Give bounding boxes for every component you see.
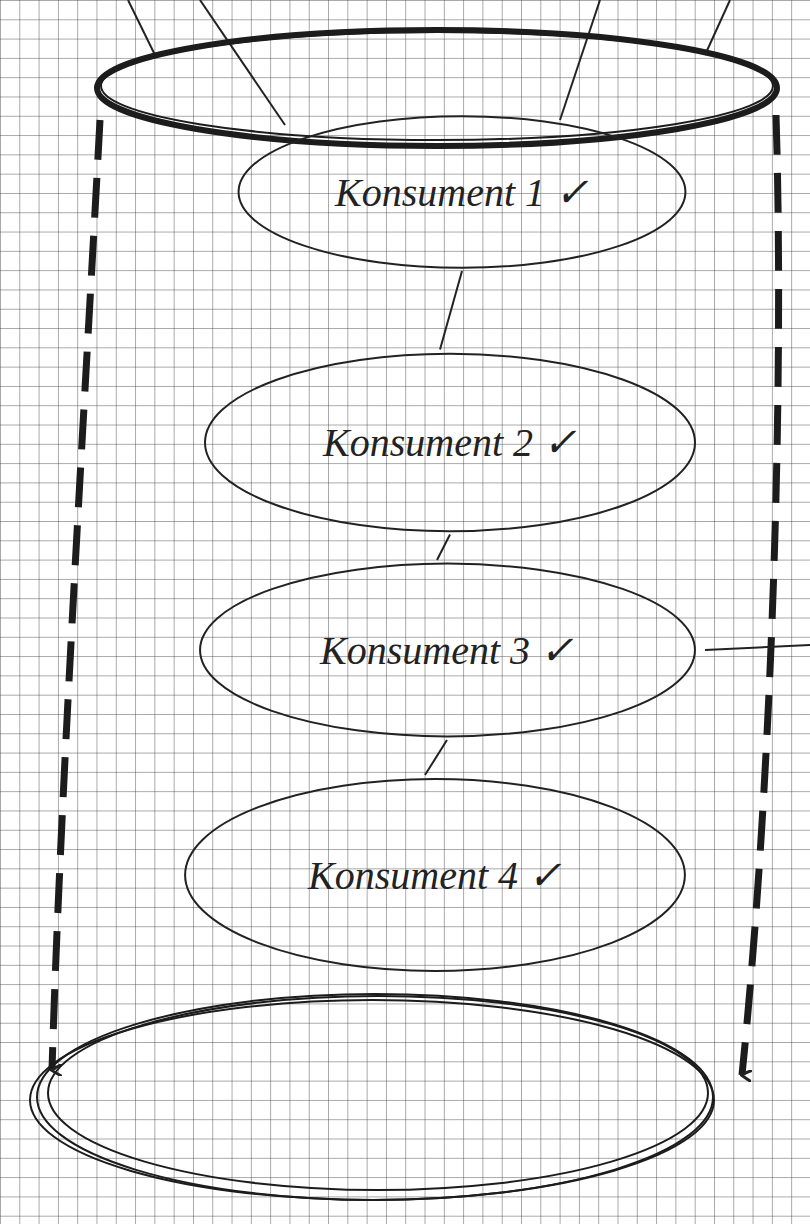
sink-ellipse [30,994,714,1200]
dashed-arrows [52,115,779,1075]
consumer-label: Konsument 4 ✓ [308,852,562,899]
consumer-ellipse: Konsument 2 ✓ [200,350,700,535]
side-line [705,645,810,650]
connector-line [425,740,447,775]
consumer-ellipse: Konsument 4 ✓ [180,775,690,975]
connector-line [437,535,450,561]
consumer-label: Konsument 2 ✓ [323,419,577,466]
input-lines [128,0,730,125]
consumer-label: Konsument 1 ✓ [335,169,589,216]
source-ellipse [97,30,777,146]
connector-line [440,271,462,350]
consumer-label: Konsument 3 ✓ [320,627,574,674]
consumer-ellipse: Konsument 3 ✓ [195,560,700,740]
consumer-ellipse: Konsument 1 ✓ [234,113,690,271]
